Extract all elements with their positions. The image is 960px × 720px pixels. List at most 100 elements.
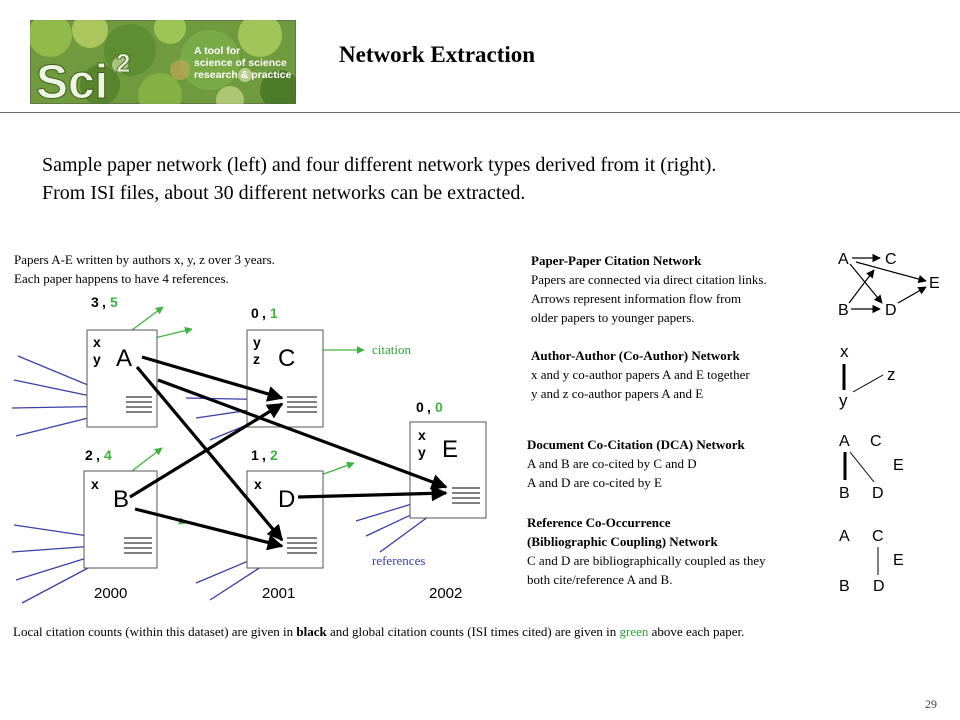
footnote-black-word: black	[296, 624, 327, 639]
network-3-line-1: A and B are co-cited by C and D	[527, 456, 697, 471]
footnote-text-1: Local citation counts (within this datas…	[13, 624, 297, 639]
node-label: C	[872, 528, 884, 545]
paper-A: 3 , 5 x y A	[86, 294, 158, 428]
node-label: A	[838, 251, 849, 268]
edge	[852, 374, 884, 393]
count-separator: ,	[262, 447, 266, 463]
edge	[849, 451, 875, 483]
node-label: D	[885, 302, 897, 319]
edge	[897, 286, 927, 304]
sci2-logo: Sci 2 A tool for science of science rese…	[30, 20, 296, 104]
paper-A-global-count: 5	[110, 294, 118, 310]
paper-E-global-count: 0	[435, 399, 443, 415]
references-label: references	[372, 553, 425, 568]
paper-C-global-count: 1	[270, 305, 278, 321]
network-2-line-1: x and y co-author papers A and E togethe…	[531, 367, 750, 382]
mini-network-coauthor: x z y	[839, 342, 896, 410]
network-4-title: Reference Co-Occurrence	[527, 515, 671, 530]
network-4-line-2: both cite/reference A and B.	[527, 572, 673, 587]
citation-link-A-D	[135, 365, 284, 542]
network-1-title: Paper-Paper Citation Network	[531, 253, 702, 268]
count-separator: ,	[102, 294, 106, 310]
paper-C-author-2: z	[253, 351, 260, 367]
network-2-title: Author-Author (Co-Author) Network	[531, 348, 740, 363]
year-label-2001: 2001	[262, 585, 295, 602]
paper-E-label: E	[442, 436, 458, 463]
footnote: Local citation counts (within this datas…	[13, 624, 744, 640]
node-label: C	[870, 433, 882, 450]
count-separator: ,	[262, 305, 266, 321]
paper-B-label: B	[113, 486, 129, 513]
network-1-line-2: Arrows represent information flow from	[531, 291, 742, 306]
citation-link-A-E	[157, 378, 448, 490]
node-label: D	[872, 485, 884, 502]
paper-E-author-1: x	[418, 427, 426, 443]
node-label: B	[839, 578, 850, 595]
left-description-line-1: Papers A-E written by authors x, y, z ov…	[14, 252, 275, 267]
mini-network-citation: A C E B D	[838, 251, 940, 319]
paper-B-local-count: 2	[85, 447, 93, 463]
left-description-line-2: Each paper happens to have 4 references.	[14, 271, 229, 286]
local-citation-arrows	[129, 355, 448, 551]
network-1-line-3: older papers to younger papers.	[531, 310, 695, 325]
count-separator: ,	[96, 447, 100, 463]
mini-network-cocitation: A C E B D	[839, 433, 904, 502]
intro-line-2: From ISI files, about 30 different netwo…	[42, 182, 526, 204]
node-label: y	[839, 391, 848, 410]
intro-line-1: Sample paper network (left) and four dif…	[42, 154, 717, 176]
slide-title: Network Extraction	[339, 42, 536, 67]
paper-A-label: A	[116, 345, 132, 372]
node-label: E	[893, 457, 904, 474]
logo-texture	[30, 20, 296, 104]
year-label-2000: 2000	[94, 585, 127, 602]
node-label: A	[839, 528, 850, 545]
node-label: E	[929, 275, 940, 292]
citation-link-B-D	[134, 507, 284, 551]
citation-link-A-C	[141, 355, 284, 402]
node-label: z	[887, 365, 896, 384]
header-divider	[0, 112, 960, 113]
node-label: B	[839, 485, 850, 502]
network-4-title-line-2: (Bibliographic Coupling) Network	[527, 534, 718, 549]
edge	[849, 263, 883, 304]
paper-A-local-count: 3	[91, 294, 99, 310]
logo-tagline-2: science of science	[194, 57, 287, 69]
paper-D-label: D	[278, 486, 295, 513]
logo-superscript: 2	[116, 48, 130, 78]
citation-arrow	[127, 447, 163, 475]
paper-C-author-1: y	[253, 334, 261, 350]
node-label: B	[838, 302, 849, 319]
node-label: A	[839, 433, 850, 450]
node-label: C	[885, 251, 897, 268]
logo-tagline-3: research & practice	[194, 69, 292, 81]
year-label-2002: 2002	[429, 585, 462, 602]
network-3-line-2: A and D are co-cited by E	[527, 475, 663, 490]
paper-D-global-count: 2	[270, 447, 278, 463]
paper-E-local-count: 0	[416, 399, 424, 415]
paper-C-local-count: 0	[251, 305, 259, 321]
paper-A-author-1: x	[93, 334, 101, 350]
paper-C-label: C	[278, 345, 295, 372]
network-3-title: Document Co-Citation (DCA) Network	[527, 437, 745, 452]
count-separator: ,	[427, 399, 431, 415]
paper-C: 0 , 1 y z C	[246, 305, 324, 428]
node-label: E	[893, 552, 904, 569]
citation-link-D-E	[297, 485, 448, 502]
paper-D: 1 , 2 x D	[246, 447, 324, 569]
citation-label: citation	[372, 342, 411, 357]
paper-A-author-2: y	[93, 351, 101, 367]
node-label: x	[840, 342, 849, 361]
logo-wordmark: Sci	[36, 56, 108, 104]
citation-link-B-C	[129, 402, 284, 499]
logo-tagline-1: A tool for	[194, 45, 240, 57]
edge	[848, 269, 875, 304]
network-4-line-1: C and D are bibliographically coupled as…	[527, 553, 766, 568]
citation-arrows	[127, 306, 365, 525]
paper-B: 2 , 4 x B	[83, 447, 158, 569]
mini-network-coupling: A C E B D	[839, 528, 904, 595]
edge	[855, 261, 927, 284]
paper-B-global-count: 4	[104, 447, 112, 463]
citation-arrow	[127, 306, 164, 334]
paper-D-author-1: x	[254, 476, 262, 492]
